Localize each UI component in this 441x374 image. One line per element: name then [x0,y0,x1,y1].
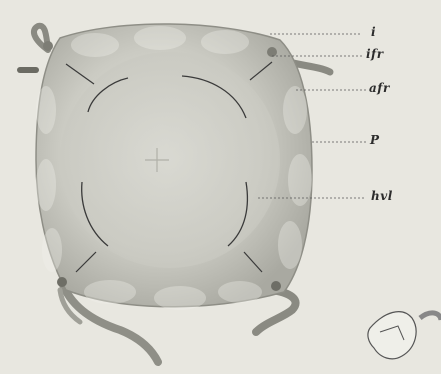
corner-bulb-bl [57,277,67,287]
label-p: P [370,133,380,147]
subumbrella [60,52,280,268]
corner-bulb-tl [43,41,53,51]
corner-bulb-tr [267,47,277,57]
corner-bulb-br [271,281,281,291]
label-i: i [371,25,376,39]
label-afr: afr [369,81,390,95]
label-hvl: hvl [371,189,393,203]
label-ifr: ifr [366,47,384,61]
